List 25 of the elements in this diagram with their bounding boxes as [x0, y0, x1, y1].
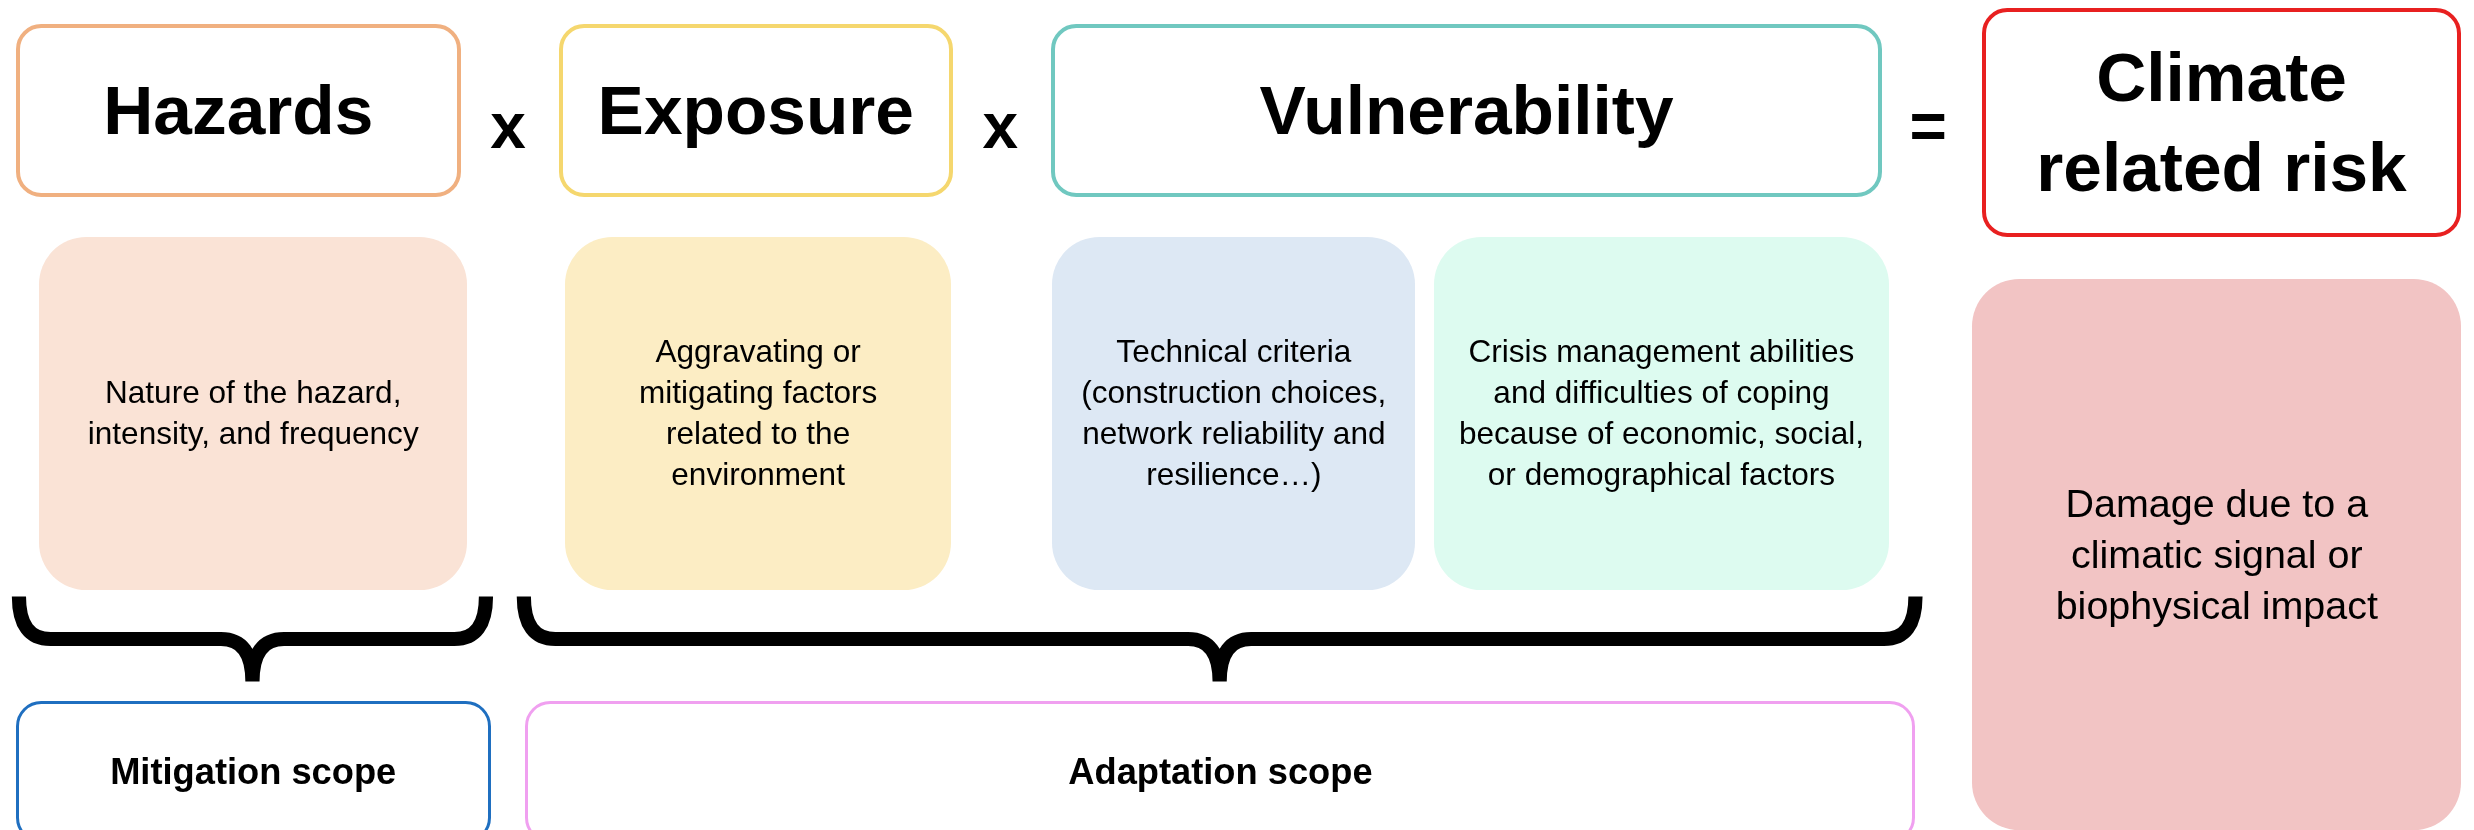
header-box	[558, 23, 953, 198]
description-card	[564, 236, 952, 591]
equals-sign: =	[1909, 89, 1947, 164]
description-card	[1434, 236, 1889, 591]
header-box	[1050, 23, 1883, 198]
description-text: Damage due to a climatic signal or biophysical impact	[2054, 479, 2379, 630]
multiply-sign: x	[982, 89, 1019, 164]
heading-text: Hazards	[103, 70, 374, 152]
multiply-sign: x	[490, 89, 526, 164]
heading-text: Exposure	[597, 70, 914, 152]
description-card	[1052, 236, 1416, 591]
description-text: Crisis management abilities and difficulties of coping because of economic, social, or demographical factors	[1457, 332, 1865, 495]
scope-label: Adaptation scope	[1068, 749, 1373, 794]
scope-label: Mitigation scope	[110, 749, 397, 794]
scope-box	[525, 700, 1916, 830]
header-box	[15, 23, 461, 198]
description-card	[39, 236, 467, 591]
description-text: Technical criteria (construction choices, network reliability and resilience…)	[1080, 332, 1388, 495]
result-box	[1981, 7, 2462, 237]
heading-text: Vulnerability	[1259, 70, 1674, 152]
heading-text: Climate related risk	[2035, 37, 2408, 209]
scope-box	[15, 700, 491, 830]
description-card	[1972, 279, 2462, 830]
description-text: Aggravating or mitigating factors related to the environment	[637, 332, 879, 495]
description-text: Nature of the hazard, intensity, and frequency	[86, 373, 420, 454]
